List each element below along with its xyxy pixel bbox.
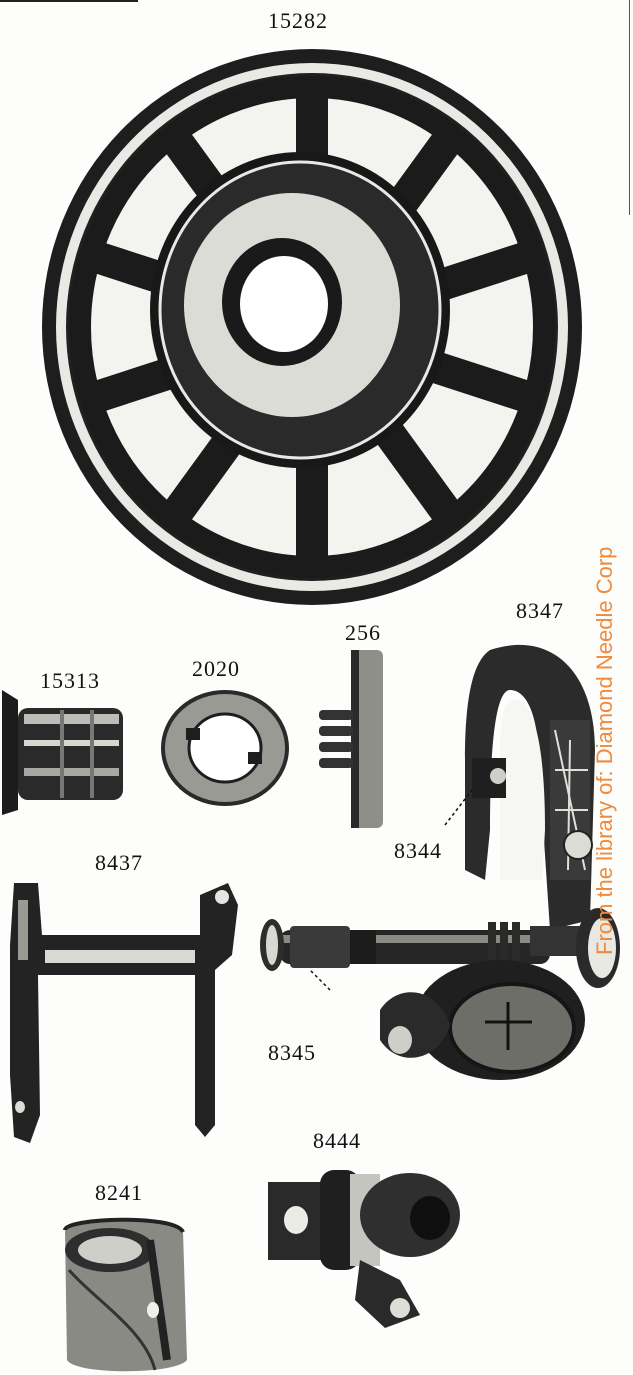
bushing-image bbox=[2, 690, 123, 815]
part-number-2020: 2020 bbox=[192, 656, 240, 681]
top-rule bbox=[0, 0, 138, 2]
part-number-8344: 8344 bbox=[394, 838, 442, 863]
part-number-8347: 8347 bbox=[516, 598, 564, 623]
part-number-8444: 8444 bbox=[313, 1128, 361, 1153]
screw-washer-image bbox=[319, 650, 383, 828]
clutch-washer-image bbox=[161, 690, 289, 806]
edge-rule bbox=[629, 0, 630, 215]
bobbin-case-image bbox=[63, 1217, 187, 1372]
part-number-8345: 8345 bbox=[268, 1040, 316, 1065]
part-number-15282: 15282 bbox=[268, 8, 328, 33]
eccentric-link-image bbox=[268, 1170, 460, 1328]
hook-housing-assembly-image bbox=[260, 644, 620, 1080]
part-number-8437: 8437 bbox=[95, 850, 143, 875]
crank-image bbox=[10, 883, 238, 1143]
part-number-8241: 8241 bbox=[95, 1180, 143, 1205]
part-number-256: 256 bbox=[345, 620, 381, 645]
library-watermark: From the library of: Diamond Needle Corp bbox=[592, 546, 617, 955]
part-number-15313: 15313 bbox=[40, 668, 100, 693]
handwheel-image bbox=[42, 49, 582, 605]
